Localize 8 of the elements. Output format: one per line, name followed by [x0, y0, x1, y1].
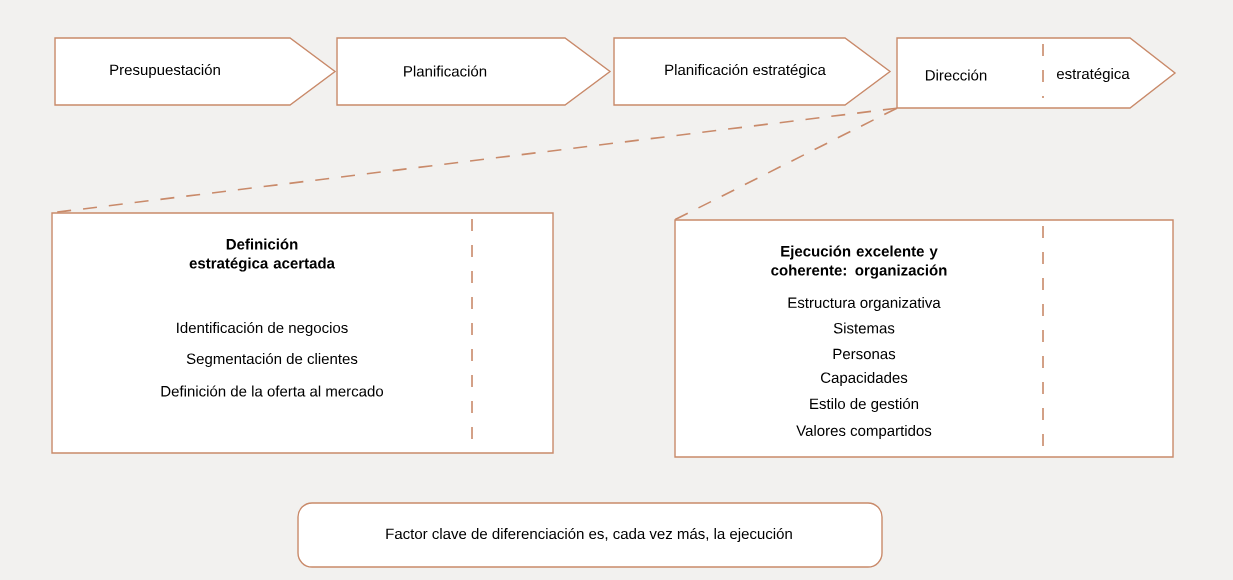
chevron-box: Presupuestación — [54, 37, 337, 106]
chevron-box: Dirección estratégica — [896, 37, 1177, 109]
dashed-line — [674, 107, 898, 221]
chevron-box: Planificación estratégica — [613, 37, 892, 106]
text-box: Definición estratégica acertada Identificación de negocios Segmentación de clientes Definición de la oferta al mercado — [51, 212, 554, 454]
text-box: Ejecución excelente y coherente: organización Estructura organizativa Sistemas Personas Capacidades Estilo de gestión Valores compartidos — [674, 219, 1174, 458]
chevron-box: Planificación — [336, 37, 612, 106]
rounded-box: Factor clave de diferenciación es, cada vez más, la ejecución — [297, 502, 883, 568]
